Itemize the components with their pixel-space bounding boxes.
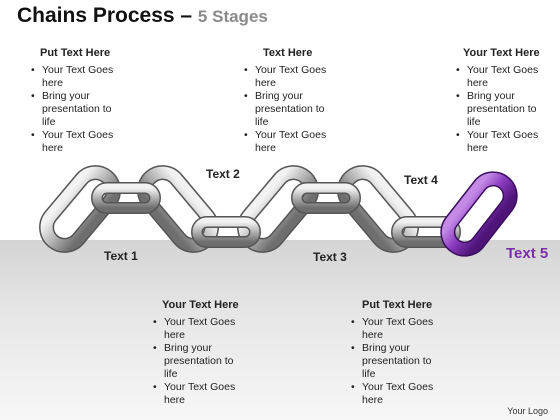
block-heading: Put Text Here xyxy=(362,299,433,311)
bullet-item: Your Text Goes here xyxy=(244,64,333,90)
block-heading: Put Text Here xyxy=(40,47,111,59)
floor-background xyxy=(0,240,560,420)
logo-text: Your Logo xyxy=(507,406,548,416)
block-heading: Text Here xyxy=(263,47,313,59)
block-heading: Your Text Here xyxy=(463,47,540,59)
bullet-item: Your Text Goes here xyxy=(31,129,120,155)
chain-link-5-highlight xyxy=(440,171,518,257)
bullet-item: Your Text Goes here xyxy=(153,381,242,407)
block-heading: Your Text Here xyxy=(162,299,239,311)
chain-label-5: Text 5 xyxy=(506,245,549,262)
bullet-item: Bring your presentation to life xyxy=(31,90,120,129)
bullet-item: Your Text Goes here xyxy=(456,64,545,90)
bullet-item: Your Text Goes here xyxy=(351,316,440,342)
chain-label-3: Text 3 xyxy=(313,250,347,264)
connector-link-2 xyxy=(191,216,261,248)
bullet-item: Bring your presentation to life xyxy=(351,342,440,381)
bullet-item: Bring your presentation to life xyxy=(153,342,242,381)
connector-link-3 xyxy=(291,182,361,214)
connector-link-1 xyxy=(91,182,161,214)
bullet-item: Bring your presentation to life xyxy=(456,90,545,129)
bullet-item: Your Text Goes here xyxy=(153,316,242,342)
chain-label-1: Text 1 xyxy=(104,249,138,263)
chain-link-1 xyxy=(39,165,121,253)
chain-label-2: Text 2 xyxy=(206,167,240,181)
text-block-top-1: Put Text Here Your Text Goes here Bring … xyxy=(28,47,120,155)
bullet-item: Your Text Goes here xyxy=(351,381,440,407)
text-block-bottom-2: Put Text Here Your Text Goes here Bring … xyxy=(348,299,440,407)
text-block-top-2: Text Here Your Text Goes here Bring your… xyxy=(241,47,333,155)
bullet-item: Your Text Goes here xyxy=(31,64,120,90)
chain-diagram xyxy=(39,165,518,257)
bullet-item: Your Text Goes here xyxy=(456,129,545,155)
bullet-item: Bring your presentation to life xyxy=(244,90,333,129)
bullet-item: Your Text Goes here xyxy=(244,129,333,155)
text-block-bottom-1: Your Text Here Your Text Goes here Bring… xyxy=(150,299,242,407)
chain-label-4: Text 4 xyxy=(404,173,438,187)
text-block-top-3: Your Text Here Your Text Goes here Bring… xyxy=(453,47,545,155)
page-title: Chains Process – 5 Stages xyxy=(17,4,268,27)
